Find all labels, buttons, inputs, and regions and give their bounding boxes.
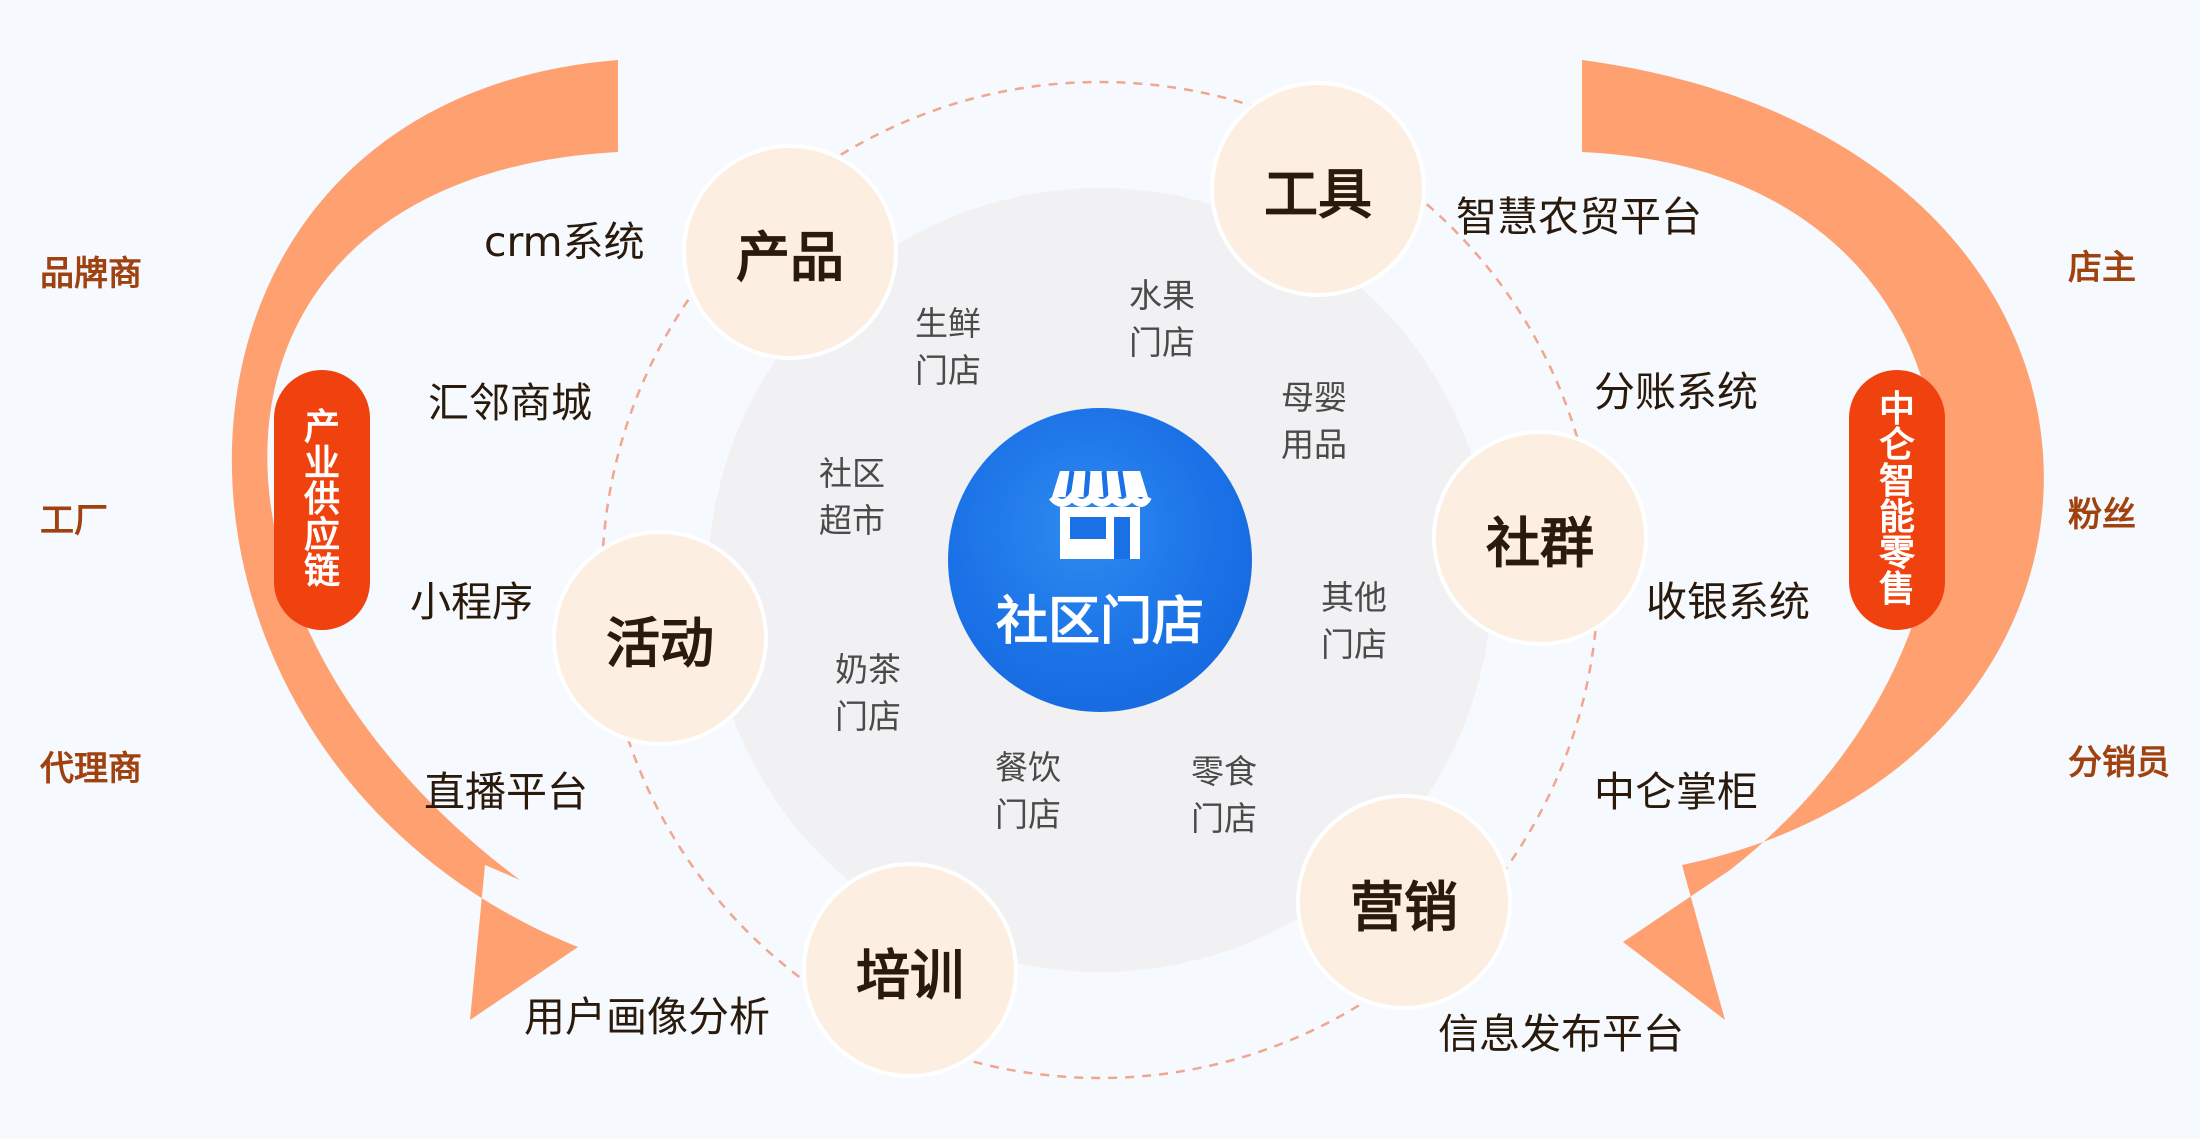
left-pill-char: 链	[303, 551, 340, 592]
right-pill-char: 仑	[1878, 425, 1915, 466]
feature-portrait: 用户画像分析	[524, 993, 770, 1041]
center-label: 社区门店	[995, 591, 1204, 652]
store-type-fruit: 水果 门店	[1129, 276, 1195, 362]
feature-agri-platform: 智慧农贸平台	[1456, 193, 1702, 241]
left-pill-char: 产	[303, 407, 340, 448]
right-pill-char: 中	[1878, 389, 1915, 430]
left-pill-char: 应	[303, 515, 340, 556]
side-label-fans: 粉丝	[2068, 495, 2136, 535]
feature-counter: 中仑掌柜	[1594, 768, 1758, 816]
store-type-fresh: 生鲜 门店	[915, 304, 981, 390]
feature-mall: 汇邻商城	[428, 379, 592, 427]
feature-mini-program: 小程序	[410, 578, 533, 626]
hub-community: 社群	[1436, 434, 1644, 642]
side-label-distributor: 分销员	[2068, 743, 2170, 783]
left-arrow	[231, 60, 618, 1020]
feature-crm: crm系统	[484, 218, 645, 266]
side-label-brand: 品牌商	[40, 254, 142, 294]
left-pill-supply-chain: 产业供应链	[274, 370, 370, 630]
right-pill-char: 能	[1878, 497, 1915, 538]
side-label-owner: 店主	[2068, 248, 2136, 288]
store-type-maternal: 母婴 用品	[1281, 378, 1347, 464]
left-pill-char: 业	[303, 443, 340, 484]
right-pill-char: 售	[1878, 569, 1915, 610]
hub-marketing: 营销	[1300, 798, 1508, 1006]
feature-live: 直播平台	[424, 768, 588, 816]
feature-cashier: 收银系统	[1646, 578, 1810, 626]
left-pill-char: 供	[303, 479, 340, 520]
feature-info-platform: 信息发布平台	[1438, 1010, 1684, 1058]
side-label-agent: 代理商	[40, 749, 142, 789]
store-type-milk-tea: 奶茶 门店	[835, 650, 901, 736]
right-pill-smart-retail: 中仑智能零售	[1849, 370, 1945, 630]
hub-product: 产品	[686, 148, 894, 356]
right-pill-char: 智	[1878, 461, 1915, 502]
store-type-supermarket: 社区 超市	[819, 454, 885, 540]
hub-tools: 工具	[1214, 85, 1422, 293]
store-type-catering: 餐饮 门店	[995, 748, 1061, 834]
side-label-factory: 工厂	[40, 501, 108, 541]
right-arrow	[1582, 60, 2044, 1020]
hub-training: 培训	[806, 866, 1014, 1074]
store-type-snack: 零食 门店	[1191, 752, 1257, 838]
center-community-store: 社区门店	[948, 408, 1252, 712]
hub-activity: 活动	[556, 534, 764, 742]
feature-split-system: 分账系统	[1594, 368, 1758, 416]
store-type-other: 其他 门店	[1321, 578, 1387, 664]
right-pill-char: 零	[1878, 533, 1915, 574]
storefront-icon	[1048, 470, 1152, 559]
